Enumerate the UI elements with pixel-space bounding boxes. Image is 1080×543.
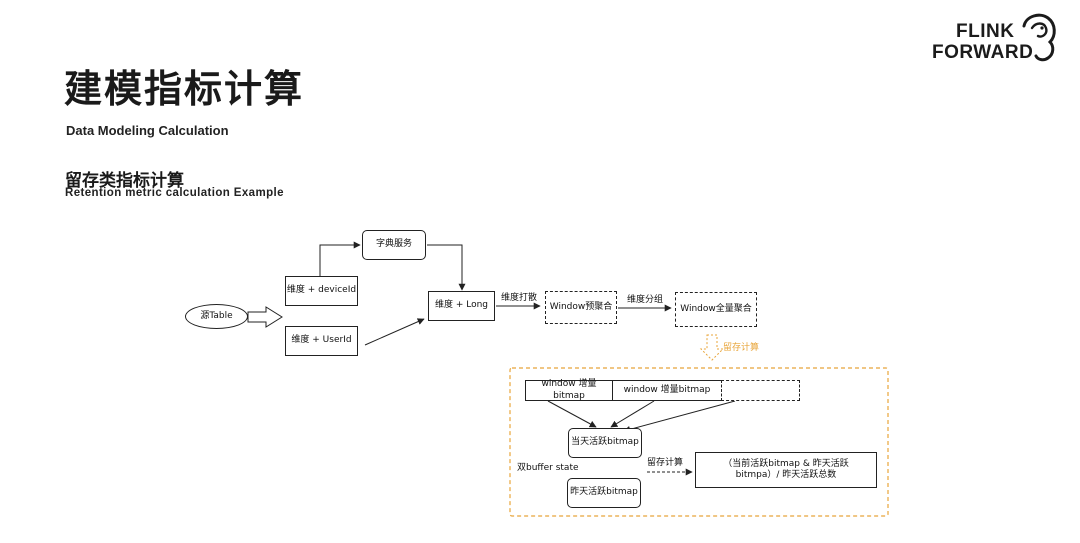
hollow-arrow: [247, 306, 283, 328]
node-bitmap-3: [721, 380, 800, 401]
node-window-pre: Window预聚合: [545, 291, 617, 324]
label-double-buffer: 双buffer state: [517, 463, 579, 473]
flink-forward-logo: FLINK FORWARD: [928, 12, 1058, 68]
label-retention-calc-inner: 留存计算: [647, 458, 684, 468]
section-subtitle: Retention metric calculation Example: [65, 187, 284, 199]
edge-dict-to-long: [427, 244, 466, 291]
page-subtitle: Data Modeling Calculation: [66, 123, 229, 138]
retention-down-arrow: [699, 334, 725, 361]
node-bitmap-2: window 增量bitmap: [612, 380, 722, 401]
page-title: 建模指标计算: [64, 67, 305, 111]
node-dim-device: 维度 + deviceId: [285, 276, 358, 306]
node-dict-service: 字典服务: [362, 230, 426, 260]
edge-bitmap2-to-today: [610, 400, 655, 428]
node-result: （当前活跃bitmap & 昨天活跃bitmpa）/ 昨天活跃总数: [695, 452, 877, 488]
logo-text-line2: FORWARD: [932, 42, 1034, 63]
node-source-table: 源Table: [185, 304, 248, 329]
label-group: 维度分组: [627, 295, 664, 305]
logo-text-line1: FLINK: [956, 21, 1015, 42]
node-bitmap-1: window 增量bitmap: [525, 379, 613, 401]
node-window-full: Window全量聚合: [675, 292, 757, 327]
edge-bitmap3-to-today: [623, 400, 736, 433]
section-title: 留存类指标计算: [65, 171, 184, 191]
edge-user-to-long: [364, 318, 425, 346]
squirrel-icon: [1022, 13, 1056, 62]
edge-bitmap1-to-today: [547, 400, 597, 428]
label-scatter: 维度打散: [501, 293, 538, 303]
node-yesterday-active: 昨天活跃bitmap: [567, 478, 641, 508]
node-dim-long: 维度 + Long: [428, 291, 495, 321]
node-today-active: 当天活跃bitmap: [568, 428, 642, 458]
label-retention-calc-top: 留存计算: [723, 343, 760, 353]
node-dim-user: 维度 + UserId: [285, 326, 358, 356]
retention-container: [509, 367, 889, 517]
edge-device-to-dict: [319, 241, 361, 276]
